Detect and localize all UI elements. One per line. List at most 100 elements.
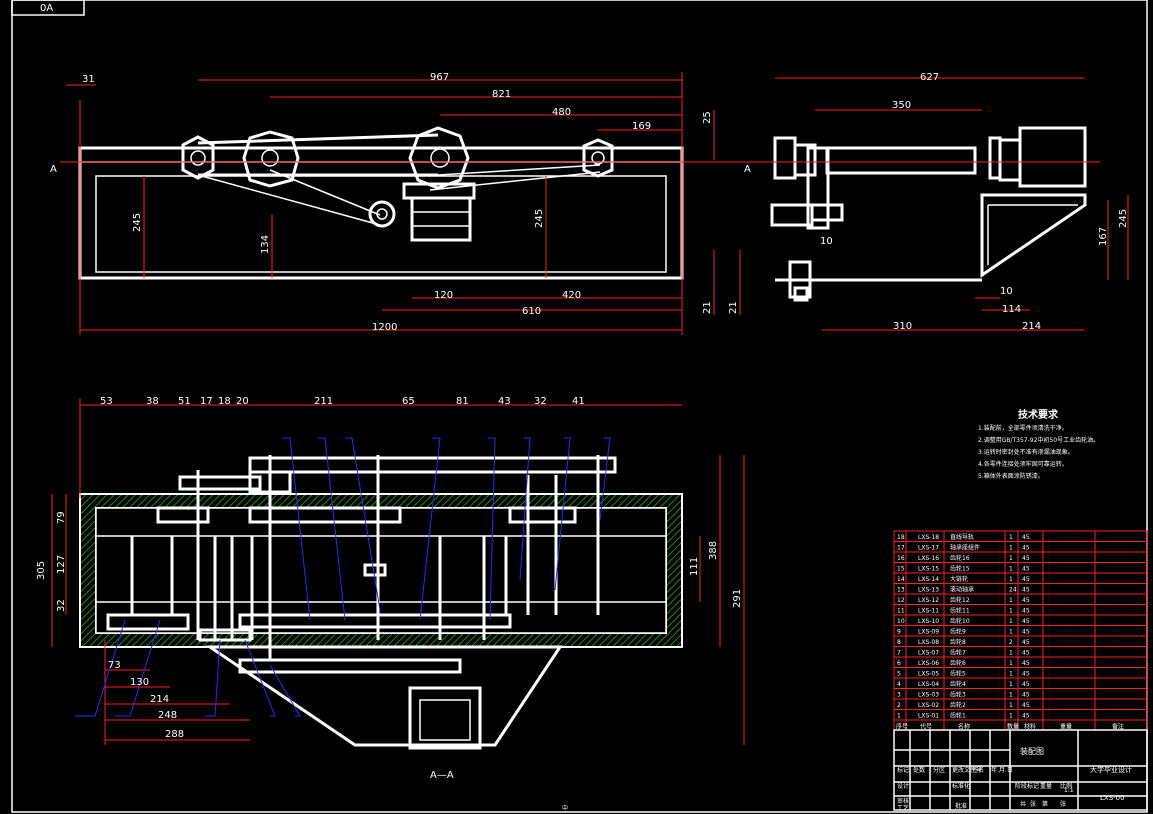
parts-cell: LXS-11 (918, 608, 939, 615)
dim-32-top: 32 (534, 396, 547, 407)
parts-cell: 1 (1009, 681, 1013, 688)
dim-53: 53 (100, 396, 113, 407)
tb-label-nth: 第 (1042, 800, 1048, 808)
parts-cell: 1 (1009, 671, 1013, 678)
tensioner (368, 200, 396, 228)
parts-cell: 45 (1022, 660, 1030, 667)
dim-79: 79 (56, 511, 67, 524)
parts-cell: 45 (1022, 702, 1030, 709)
parts-cell: 轴承座组件 (950, 544, 980, 552)
parts-cell: 大链轮 (950, 575, 968, 583)
parts-cell: 8 (897, 639, 901, 646)
parts-cell: LXS-07 (918, 650, 939, 657)
pulley-right (582, 138, 614, 178)
parts-cell: 1 (1009, 545, 1013, 552)
parts-cell: LXS-02 (918, 702, 939, 709)
motor-body (410, 196, 472, 242)
center-mark: 中 (562, 804, 568, 812)
dim-51: 51 (178, 396, 191, 407)
dim-10-side: 10 (820, 236, 833, 247)
parts-cell: 5 (897, 671, 901, 678)
parts-cell: LXS-09 (918, 629, 939, 636)
tb-label-count: 处数 (913, 766, 925, 774)
tb-label-process: 工艺 (897, 804, 909, 812)
dim-821: 821 (492, 89, 511, 100)
parts-cell: 17 (897, 545, 905, 552)
dim-20: 20 (236, 396, 249, 407)
section-top-plate (248, 456, 617, 474)
dim-610: 610 (522, 306, 541, 317)
parts-cell: 1 (1009, 650, 1013, 657)
dim-305: 305 (36, 561, 47, 580)
parts-cell: LXS-05 (918, 671, 939, 678)
parts-cell: 16 (897, 555, 905, 562)
parts-cell: 45 (1022, 671, 1030, 678)
parts-cell: 45 (1022, 639, 1030, 646)
parts-cell: 1 (1009, 629, 1013, 636)
parts-cell: 齿轮11 (950, 607, 970, 615)
section-motor (408, 686, 482, 750)
drawing-subtitle: 大学毕业设计 (1090, 765, 1132, 774)
tb-label-stage: 阶段标记 (1015, 782, 1039, 790)
parts-cell: LXS-06 (918, 660, 939, 667)
dim-73: 73 (108, 660, 121, 671)
parts-cell: 4 (897, 681, 901, 688)
parts-cell: 齿轮10 (950, 617, 970, 625)
section-shafts (106, 455, 600, 660)
parts-cell: LXS-12 (918, 597, 939, 604)
dim-130: 130 (130, 677, 149, 688)
parts-cell: LXS-14 (918, 576, 939, 583)
parts-cell: 45 (1022, 681, 1030, 688)
tech-requirements: 技术要求 1.装配前，全部零件须清洗干净。 2.调整用GB/T357-92中初5… (978, 408, 1099, 480)
dim-127: 127 (56, 555, 67, 574)
parts-cell: 45 (1022, 650, 1030, 657)
section-view-label: A—A (430, 770, 454, 781)
parts-cell: LXS-18 (918, 534, 939, 541)
section-hopper (205, 645, 563, 747)
dim-214-side: 214 (1022, 321, 1041, 332)
dim-211: 211 (314, 396, 333, 407)
parts-cell: 13 (897, 587, 905, 594)
parts-cell: 45 (1022, 566, 1030, 573)
parts-cell: 齿轮16 (950, 554, 970, 562)
dim-291: 291 (732, 589, 743, 608)
parts-cell: 1 (1009, 597, 1013, 604)
parts-cell: 齿轮3 (950, 691, 966, 699)
parts-header-cell: 备注 (1112, 723, 1124, 731)
dim-214-section: 214 (150, 694, 169, 705)
parts-cell: LXS-17 (918, 545, 939, 552)
parts-cell: 9 (897, 629, 901, 636)
parts-cell: 3 (897, 692, 901, 699)
parts-cell: 齿轮9 (950, 628, 966, 636)
dim-167: 167 (1098, 227, 1109, 246)
side-bracket (980, 193, 1087, 278)
parts-cell: 齿轮1 (950, 712, 966, 720)
dim-627: 627 (920, 72, 939, 83)
dim-288: 288 (165, 729, 184, 740)
tb-label-date: 年.月.日 (991, 766, 1013, 774)
dim-120: 120 (434, 290, 453, 301)
parts-header-cell: 序号 (896, 723, 908, 731)
parts-header-cell: 数量 (1007, 723, 1019, 731)
dim-480: 480 (552, 107, 571, 118)
title-block: 装配图 大学毕业设计 LXS-00 1:1 标记 处数 分区 更改文件号 签名 … (893, 729, 1148, 812)
parts-cell: 2 (897, 702, 901, 709)
parts-cell: 6 (897, 660, 901, 667)
parts-cell: 1 (1009, 555, 1013, 562)
side-view: A 627 350 245 167 10 10 114 310 214 21 (728, 72, 1129, 332)
dim-31: 31 (82, 74, 95, 85)
tech-req-line-3: 3.运转时密封处不准有渗漏油现象。 (978, 448, 1074, 456)
parts-cell: 45 (1022, 576, 1030, 583)
section-marker-right: A (744, 164, 751, 175)
tb-label-sheets1: 张 (1030, 800, 1036, 808)
dim-111: 111 (689, 557, 700, 576)
parts-cell: 12 (897, 597, 905, 604)
pulley-left (181, 135, 215, 180)
parts-cell: 11 (897, 608, 905, 615)
tech-req-line-1: 1.装配前，全部零件须清洗干净。 (978, 424, 1068, 432)
tb-label-review: 审核 (897, 797, 909, 805)
tech-req-title: 技术要求 (1018, 408, 1059, 421)
front-frame-outer (78, 146, 684, 280)
dim-350: 350 (892, 100, 911, 111)
dim-21-front: 21 (702, 301, 713, 314)
